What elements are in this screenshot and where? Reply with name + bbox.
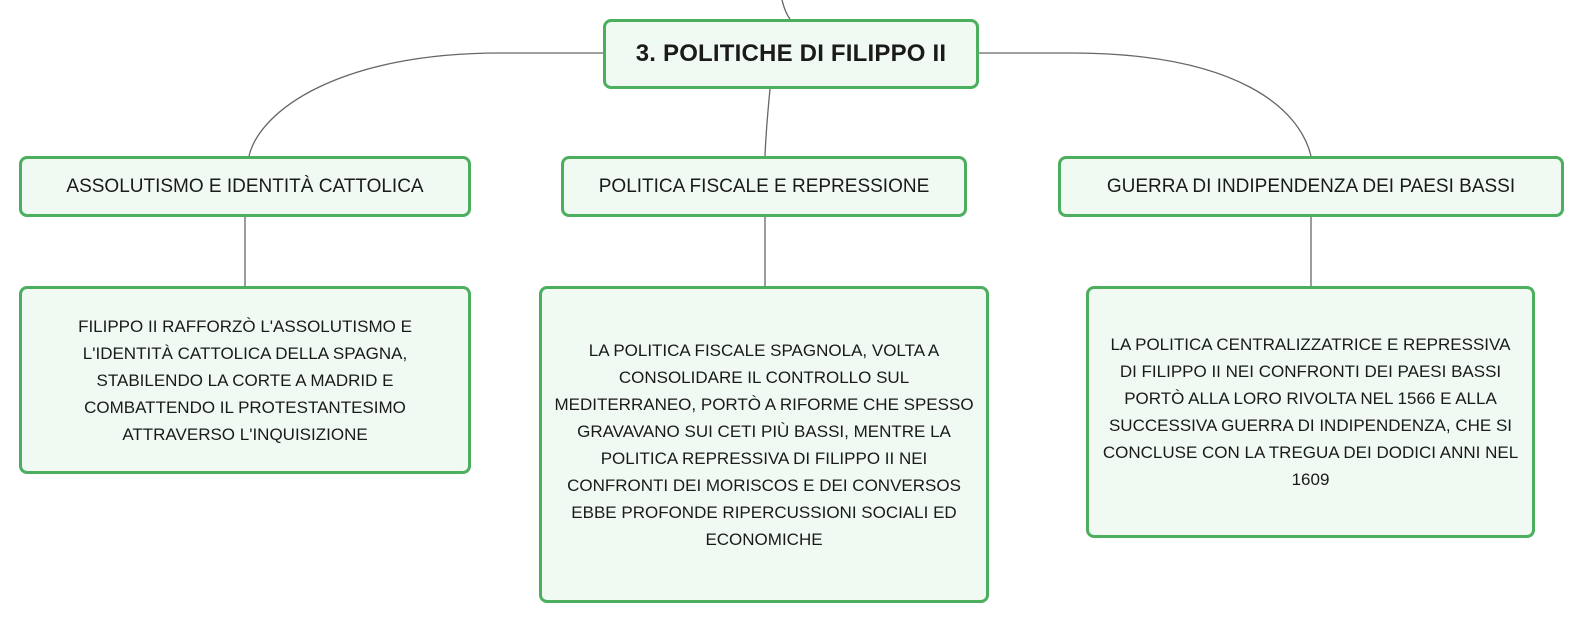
detail-node-dutch-war[interactable]: LA POLITICA CENTRALIZZATRICE E REPRESSIV… (1086, 286, 1535, 538)
detail-text: LA POLITICA CENTRALIZZATRICE E REPRESSIV… (1102, 335, 1519, 489)
connector-root-to-branch-1 (248, 52, 603, 157)
connector-root-to-branch-3 (979, 52, 1312, 157)
connector-root-to-branch-2 (764, 88, 771, 157)
detail-node-absolutism[interactable]: FILIPPO II RAFFORZÒ L'ASSOLUTISMO E L'ID… (19, 286, 471, 474)
detail-text: LA POLITICA FISCALE SPAGNOLA, VOLTA A CO… (554, 340, 974, 549)
detail-node-fiscal-policy[interactable]: LA POLITICA FISCALE SPAGNOLA, VOLTA A CO… (539, 286, 989, 603)
branch-node-dutch-war[interactable]: GUERRA DI INDIPENDENZA DEI PAESI BASSI (1058, 156, 1564, 217)
branch-title: POLITICA FISCALE E REPRESSIONE (598, 175, 930, 197)
branch-title: ASSOLUTISMO E IDENTITÀ CATTOLICA (66, 175, 424, 197)
branch-title: GUERRA DI INDIPENDENZA DEI PAESI BASSI (1106, 175, 1516, 197)
branch-node-absolutism[interactable]: ASSOLUTISMO E IDENTITÀ CATTOLICA (19, 156, 471, 217)
root-topic-node[interactable]: 3. POLITICHE DI FILIPPO II (603, 19, 979, 89)
connector-from-parent (781, 0, 791, 20)
branch-node-fiscal-policy[interactable]: POLITICA FISCALE E REPRESSIONE (561, 156, 967, 217)
detail-text: FILIPPO II RAFFORZÒ L'ASSOLUTISMO E L'ID… (78, 316, 412, 444)
root-topic-title: 3. POLITICHE DI FILIPPO II (635, 40, 947, 67)
